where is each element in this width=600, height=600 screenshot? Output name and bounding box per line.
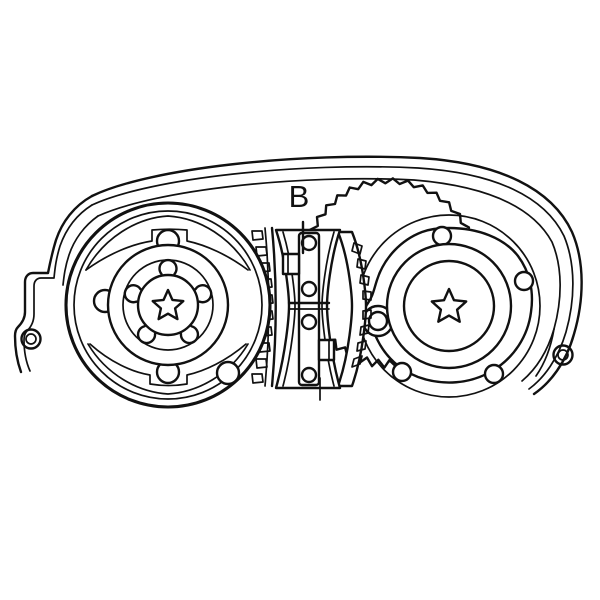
housing-outline-group [13, 155, 583, 396]
left-pulley-star-bore [151, 288, 185, 321]
left-pulley-bottom-relief-lip [89, 343, 247, 387]
left-pulley-bolt-hole [215, 360, 241, 386]
belt-right-tooth [356, 340, 367, 352]
right-sprocket-bolt-hole [513, 270, 535, 292]
housing-left-wall-inner [62, 215, 99, 286]
tensioner-pivot-pin [300, 366, 318, 384]
left-pulley-group [64, 201, 277, 409]
belt-right-tooth [359, 274, 370, 286]
belt-right-tooth [356, 258, 367, 270]
housing-boss-left-inner [25, 333, 37, 345]
housing-boss-right-inner [557, 349, 569, 361]
housing-contour-mid [91, 165, 574, 390]
housing-boss-right-outer [552, 344, 574, 366]
right-sprocket-hub-ring-mid [402, 259, 496, 353]
belt-right-tooth [359, 324, 370, 336]
tensioner-pivot-pin [300, 280, 318, 298]
belt-left-band-outer [270, 226, 277, 388]
right-sprocket-bolt-hole [391, 361, 413, 383]
housing-left-wall-outer [13, 194, 94, 374]
housing-contour-outer [90, 155, 583, 396]
tensioner-bracket-tab-upper [281, 252, 301, 276]
belt-right-tooth [362, 290, 372, 301]
right-sprocket-bearing-boss-inner [367, 310, 389, 332]
tensioner-bracket-tab-lower [317, 338, 336, 362]
belt-tooth [251, 230, 264, 241]
left-pulley-rim-inner [73, 210, 263, 400]
callout-b-label: B [289, 179, 310, 214]
belt-right-teeth [336, 230, 372, 388]
center-tensioner-guide [274, 228, 372, 390]
housing-left-wall-mid [23, 204, 93, 372]
belt-tooth [251, 373, 264, 384]
right-sprocket-star-bore [430, 287, 468, 323]
right-sprocket-group [298, 177, 541, 398]
right-sprocket-bolt-hole [483, 363, 505, 385]
belt-right-tooth [362, 309, 372, 320]
belt-right-tooth [351, 242, 363, 255]
callout-group: B [289, 179, 321, 401]
housing-lower-right-edge [535, 328, 555, 377]
tensioner-pivot-pin [300, 313, 318, 331]
right-sprocket-bolt-hole [431, 225, 453, 247]
left-pulley-top-relief [85, 215, 251, 271]
belt-right-tooth [351, 355, 363, 368]
housing-boss-left-outer [20, 328, 42, 350]
